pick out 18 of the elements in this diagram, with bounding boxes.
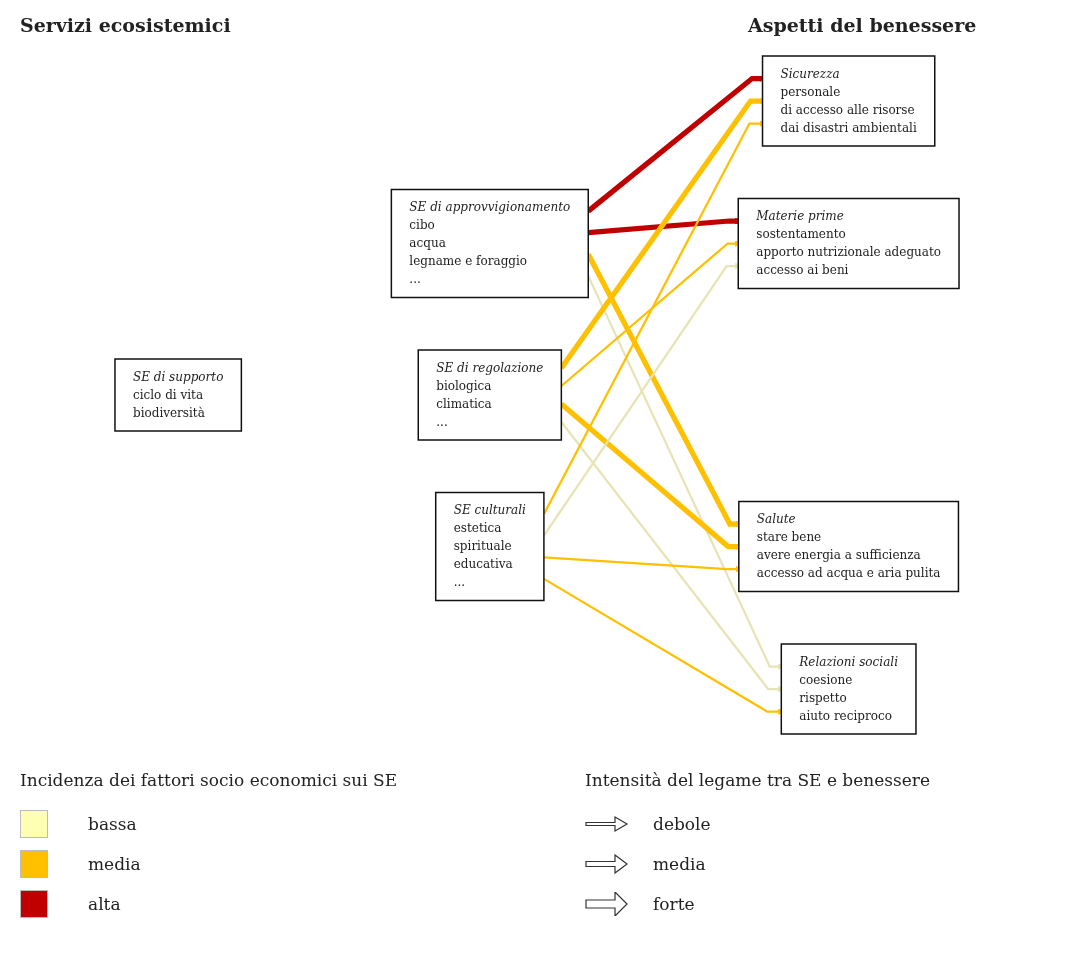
node-box: SE di supporto ciclo di vita biodiversità [114, 358, 243, 432]
legend-label: media [653, 854, 706, 874]
node-box: SE di regolazione biologica climatica ... [417, 349, 563, 441]
node-box: Salute stare bene avere energia a sufficienza accesso ad acqua e aria pulita [738, 500, 960, 593]
node-box: Relazioni sociali coesione rispetto aiuto reciproco [780, 643, 917, 735]
legend-heading: Intensità del legame tra SE e benessere [585, 770, 930, 790]
legend-label: debole [653, 814, 711, 834]
node-box: SE di approvvigionamento cibo acqua legname e foraggio ... [390, 188, 589, 299]
legend-label: bassa [88, 814, 137, 834]
column-heading: Servizi ecosistemici [20, 14, 231, 36]
node-box: SE culturali estetica spirituale educativa ... [434, 491, 545, 602]
column-heading: Aspetti del benessere [748, 14, 977, 36]
legend-label: media [88, 854, 141, 874]
legend-heading: Incidenza dei fattori socio economici sui SE [20, 770, 398, 790]
legend-label: forte [653, 894, 695, 914]
node-box: Sicurezza personale di accesso alle risorse dai disastri ambientali [761, 55, 936, 147]
legend-label: alta [88, 894, 121, 914]
node-box: Materie prime sostentamento apporto nutrizionale adeguato accesso ai beni [737, 197, 960, 290]
